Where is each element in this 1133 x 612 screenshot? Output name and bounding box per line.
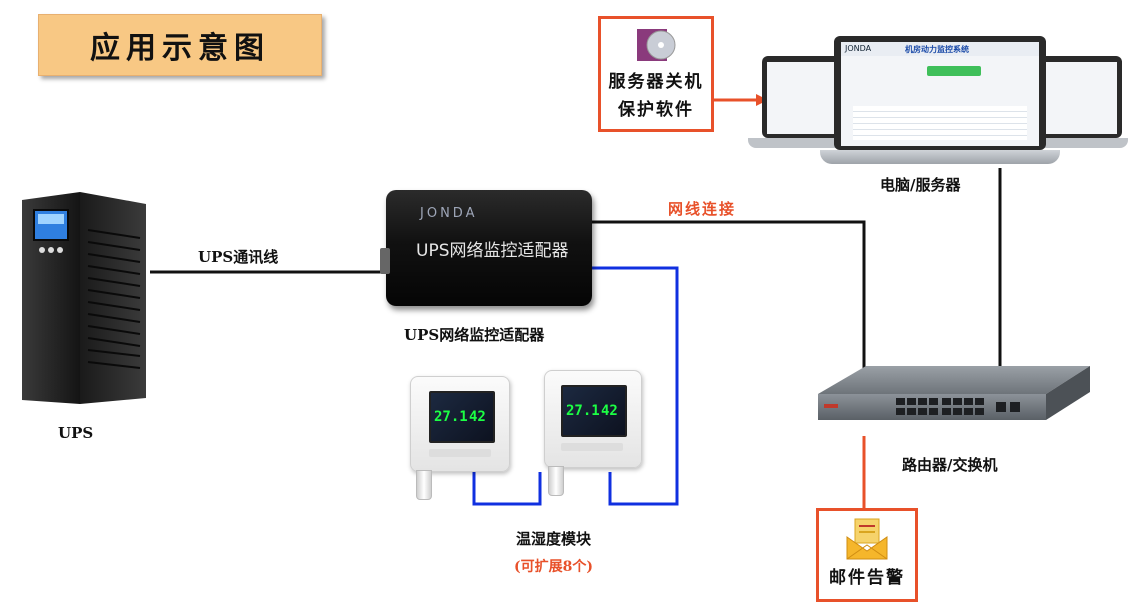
adapter-device: JONDA UPS网络监控适配器 [380, 190, 592, 306]
laptop-right-screen [1040, 56, 1122, 138]
sensor-probe-icon [548, 466, 564, 496]
laptop-right-base [1028, 138, 1128, 148]
network-label: 网线连接 [668, 200, 737, 218]
software-label-line2: 保护软件 [618, 100, 694, 120]
switch-device [810, 360, 1092, 436]
sensor-hum: 42 [469, 409, 486, 425]
screen-brand: JONDA [845, 44, 872, 53]
laptop-main-screen: JONDA 机房动力监控系统 [834, 36, 1046, 150]
sensor-label: 温湿度模块 [516, 530, 592, 548]
screen-titlebar [841, 42, 1039, 56]
laptop-main-base [820, 150, 1060, 164]
adapter-port-icon [380, 248, 390, 274]
software-callout: 服务器关机 保护软件 [598, 16, 714, 132]
screen-flow-diagram [927, 66, 981, 76]
laptop-right-display [1045, 62, 1117, 134]
sensor-probe-icon [416, 470, 432, 500]
software-label-line1: 服务器关机 [608, 72, 704, 92]
sensor-screen: 27.1 42 [429, 391, 495, 443]
laptop-left-display [767, 62, 847, 134]
ups-cable-label: UPS通讯线 [198, 248, 279, 266]
ups-tower-icon [22, 192, 146, 404]
sensor-module-2: 27.1 42 [544, 370, 642, 468]
email-callout: 邮件告警 [816, 508, 918, 602]
sensor-bus-line [592, 266, 679, 506]
laptop-left-base [748, 138, 866, 148]
ups-device [14, 190, 152, 410]
sensor-buttons-icon [429, 449, 491, 457]
sensor-hum: 42 [601, 403, 618, 419]
computer-label: 电脑/服务器 [880, 176, 961, 194]
sensor-temp: 27.1 [434, 409, 468, 425]
switch-icon [818, 366, 1090, 420]
page-title: 应用示意图 [38, 14, 322, 76]
laptop-main-display: JONDA 机房动力监控系统 [841, 42, 1039, 146]
screen-title: 机房动力监控系统 [905, 45, 969, 54]
sensor-temp: 27.1 [566, 403, 600, 419]
switch-label: 路由器/交换机 [902, 456, 998, 474]
software-disc-icon [637, 29, 676, 61]
laptop-left-screen [762, 56, 852, 138]
adapter-device-text: UPS网络监控适配器 [416, 241, 569, 261]
screen-table [853, 106, 1027, 140]
adapter-label: UPS网络监控适配器 [404, 326, 545, 344]
adapter-brand-logo: JONDA [420, 206, 478, 221]
sensor-buttons-icon [561, 443, 623, 451]
email-envelope-icon [846, 518, 888, 560]
ups-label: UPS [58, 424, 94, 442]
sensor-note: (可扩展8个) [514, 559, 593, 575]
sensor-bus-link [472, 472, 542, 506]
sensor-module-1: 27.1 42 [410, 376, 510, 472]
network-cable-line [592, 220, 866, 372]
sensor-screen: 27.1 42 [561, 385, 627, 437]
email-label: 邮件告警 [829, 568, 905, 588]
